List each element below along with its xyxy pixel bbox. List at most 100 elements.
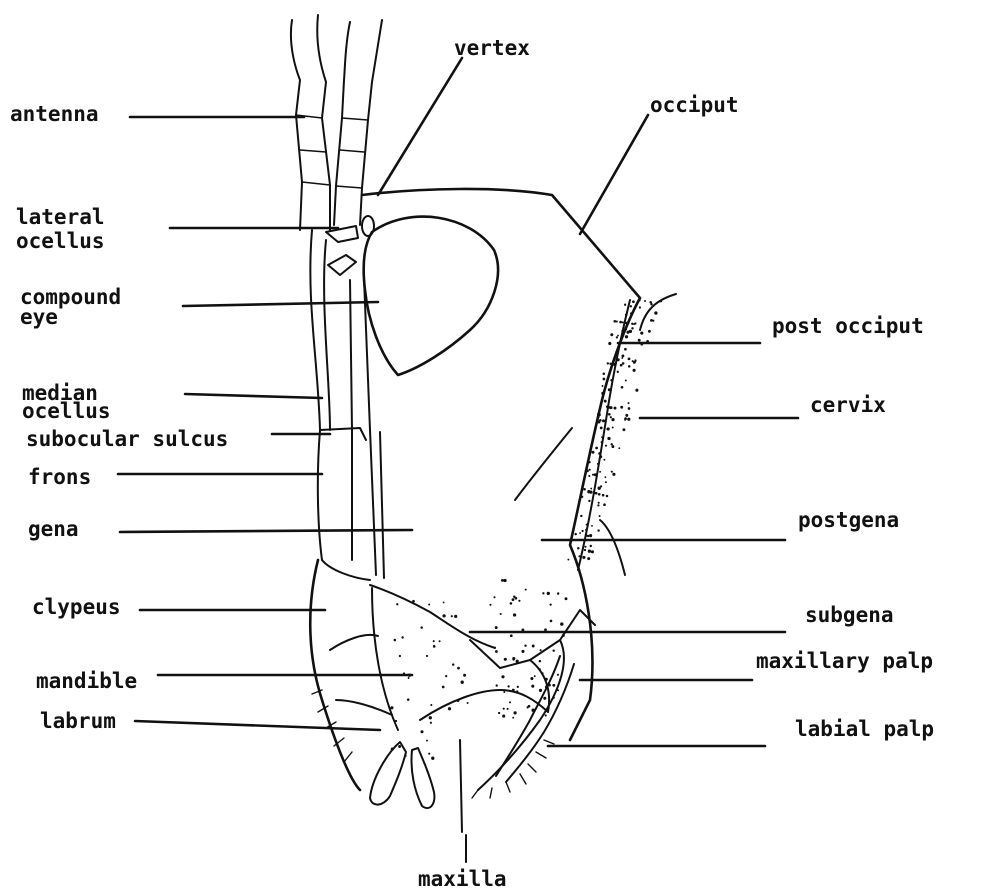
stipple-dot <box>628 407 631 410</box>
stipple-dot <box>608 388 611 391</box>
stipple-dot <box>595 447 598 450</box>
stipple-dot <box>496 684 498 686</box>
stipple-dot <box>399 655 401 657</box>
stipple-dot <box>633 323 635 325</box>
stipple-dot <box>586 524 588 526</box>
stipple-dot <box>516 660 519 663</box>
stipple-dot <box>589 534 592 537</box>
label-antenna: antenna <box>10 102 99 126</box>
stipple-dot <box>638 299 641 302</box>
stipple-dot <box>588 500 590 502</box>
label-maxilla: maxilla <box>418 867 507 891</box>
stipple-dot <box>610 379 613 382</box>
compound-eye-outline <box>364 217 498 375</box>
stipple-dot <box>452 663 454 665</box>
label-mandible: mandible <box>36 669 137 693</box>
stipple-dot <box>574 533 576 535</box>
stipple-dot <box>614 407 617 410</box>
stipple-dot <box>549 603 551 605</box>
stipple-dot <box>625 328 627 330</box>
stipple-dot <box>616 336 618 338</box>
stipple-dot <box>534 675 536 677</box>
lateral-ocellus-drawing <box>362 216 374 236</box>
stipple-dot <box>428 753 430 755</box>
stipple-dot <box>525 589 527 591</box>
stipple-dot <box>577 547 580 550</box>
stipple-dot <box>579 532 581 534</box>
stipple-dot <box>426 655 428 657</box>
stipple-dot <box>513 613 516 616</box>
stipple-dot <box>612 427 614 429</box>
stipple-dot <box>621 330 624 333</box>
stipple-dot <box>650 303 652 305</box>
stipple-dot <box>628 402 630 404</box>
stipple-dot <box>394 639 397 642</box>
label-subgena: subgena <box>805 603 894 627</box>
stipple-dot <box>603 373 606 376</box>
label-vertex: vertex <box>454 36 530 60</box>
stipple-dot <box>624 304 626 306</box>
stipple-dot <box>602 385 604 387</box>
stipple-dot <box>613 363 616 366</box>
stipple-dot <box>633 361 636 364</box>
stipple-dot <box>602 419 605 422</box>
stipple-dot <box>521 650 524 653</box>
label-post-occiput: post occiput <box>772 314 924 338</box>
stipple-dot <box>503 579 506 582</box>
stipple-dot <box>504 658 507 661</box>
label-lateral-ocellus-line2: ocellus <box>16 229 105 253</box>
stipple-dot <box>463 674 466 677</box>
stipple-dot <box>611 471 613 473</box>
stipple-dot <box>451 615 453 617</box>
stipple-dot <box>588 475 590 477</box>
stipple-dot <box>588 461 590 463</box>
stipple-dot <box>407 698 410 701</box>
stipple-dot <box>543 697 546 700</box>
stipple-dot <box>598 502 600 504</box>
label-median-ocellus-line2: ocellus <box>22 399 111 423</box>
stipple-dot <box>659 300 662 303</box>
stipple-dot <box>442 686 445 689</box>
stipple-dot <box>607 428 610 431</box>
stipple-dot <box>495 650 498 653</box>
stipple-dot <box>420 626 422 628</box>
label-occiput: occiput <box>650 93 739 117</box>
stipple-dot <box>631 327 633 329</box>
stipple-dot <box>557 674 559 676</box>
stipple-dot <box>454 615 457 618</box>
stipple-dot <box>507 685 509 687</box>
stipple-dot <box>627 418 630 421</box>
stipple-dot <box>448 707 451 710</box>
stipple-dot <box>633 369 636 372</box>
stipple-dot <box>510 602 513 605</box>
stipple-dot <box>589 490 592 493</box>
stipple-dot <box>630 305 632 307</box>
stipple-dot <box>430 704 432 706</box>
stipple-dot <box>539 689 542 692</box>
stipple-dot <box>493 596 495 598</box>
label-clypeus: clypeus <box>32 595 121 619</box>
stipple-dot <box>461 681 464 684</box>
label-frons: frons <box>28 465 91 489</box>
stipple-dot <box>631 323 633 325</box>
stipple-dot <box>654 311 657 314</box>
stipple-dot <box>599 515 601 517</box>
stipple-dot <box>557 593 559 595</box>
stipple-dot <box>617 358 619 360</box>
stipple-dot <box>598 487 601 490</box>
stipple-dot <box>426 740 428 742</box>
stipple-dot <box>548 684 551 687</box>
stipple-dot <box>606 495 609 498</box>
stipple-dot <box>602 494 605 497</box>
stipple-dot <box>510 634 513 637</box>
stipple-dot <box>590 488 592 490</box>
stipple-dot <box>545 678 548 681</box>
stipple-dot <box>597 529 599 531</box>
stipple-dot <box>628 365 631 368</box>
stipple-dot <box>607 362 609 364</box>
stipple-dot <box>431 757 434 760</box>
stipple-dot <box>589 469 591 471</box>
stipple-dot <box>545 685 548 688</box>
stipple-dot <box>513 596 515 598</box>
stipple-dot <box>611 445 614 448</box>
